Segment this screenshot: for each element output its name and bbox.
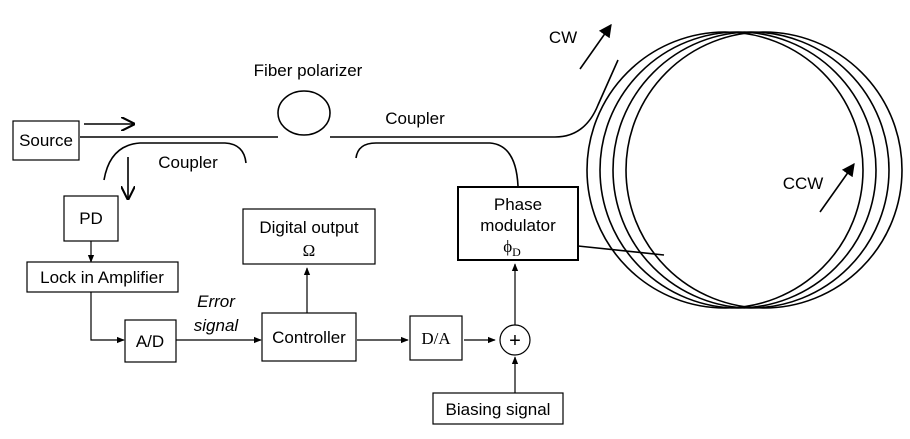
pd-box xyxy=(63,195,119,242)
coil-loop-outer-3 xyxy=(612,31,890,309)
phase-modulator-subscript: D xyxy=(512,245,521,259)
coupler-top-label: Coupler xyxy=(385,109,445,128)
phase-modulator-label-line2: modulator xyxy=(480,216,556,235)
coil-loop-outer-1 xyxy=(586,31,864,309)
lock-in-amplifier-label: Lock in Amplifier xyxy=(40,268,164,287)
cw-label: CW xyxy=(549,28,577,47)
controller-box xyxy=(261,312,357,362)
error-signal-label-line1: Error xyxy=(197,292,236,311)
phase-modulator-label-line1: Phase xyxy=(494,195,542,214)
phase-modulator-symbol: ϕD xyxy=(503,237,521,259)
lockin-to-ad-arrow xyxy=(90,292,125,344)
coil-loop-outer-2 xyxy=(599,31,877,309)
fiber-to-coil-bottom xyxy=(577,245,665,256)
coil-loop-front xyxy=(625,31,903,309)
pd-label: PD xyxy=(79,209,103,228)
sum-symbol: + xyxy=(509,330,521,352)
ccw-label: CCW xyxy=(783,174,824,193)
biasing-signal-box xyxy=(432,392,564,425)
ccw-direction-arrow xyxy=(819,162,855,213)
digital-output-label: Digital output xyxy=(259,218,359,237)
source-label: Source xyxy=(19,131,73,150)
source-box xyxy=(12,120,80,161)
phase-modulator-box xyxy=(457,186,579,261)
ad-box xyxy=(124,319,177,363)
error-signal-label-line2: signal xyxy=(194,316,240,335)
right-coupler-fiber xyxy=(355,142,519,187)
controller-label: Controller xyxy=(272,328,346,347)
digital-output-omega: Ω xyxy=(303,241,316,260)
phase-modulator-phi: ϕ xyxy=(503,237,512,256)
da-box xyxy=(409,315,463,361)
fiber-coil xyxy=(586,31,903,309)
da-label: D/A xyxy=(421,329,451,348)
fiber-polarizer-loop xyxy=(277,90,331,136)
fiber-polarizer-label: Fiber polarizer xyxy=(254,61,363,80)
cw-direction-arrow xyxy=(579,23,612,70)
left-coupler-fiber xyxy=(103,142,247,181)
biasing-signal-label: Biasing signal xyxy=(446,400,551,419)
lock-in-amplifier-box xyxy=(26,261,179,293)
digital-output-box xyxy=(242,208,376,265)
main-fiber xyxy=(80,59,619,138)
ad-label: A/D xyxy=(136,332,164,351)
coupler-left-label: Coupler xyxy=(158,153,218,172)
